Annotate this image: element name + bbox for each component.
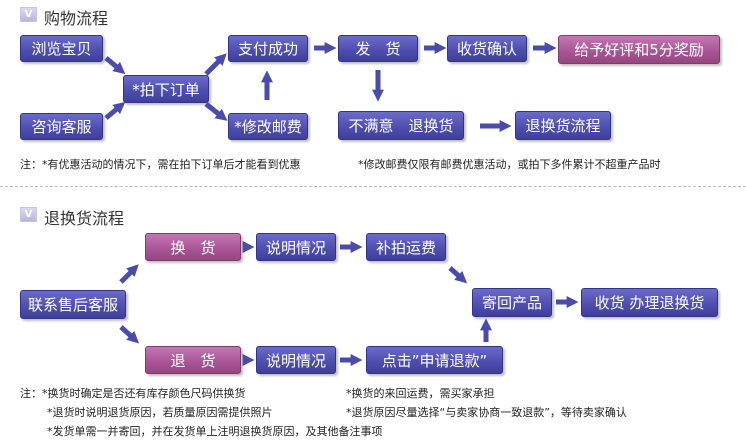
note-exchange-stock: 注：*换货时确定是否还有库存颜色尺码供换货 xyxy=(20,387,246,400)
arrow-consult-order xyxy=(104,101,126,120)
box-confirm-receipt: 收货确认 xyxy=(447,35,527,62)
note-refund-reason: *退货时说明退货原因，若质量原因需提供照片 xyxy=(47,406,273,419)
arrow-order-paid xyxy=(204,53,227,76)
section-title-shopping: 购物流程 xyxy=(44,9,109,28)
arrow-service-exchange xyxy=(119,264,139,284)
box-explain-refund: 说明情况 xyxy=(256,346,336,374)
box-pay-shipping: 补拍运费 xyxy=(366,233,446,261)
box-paid: 支付成功 xyxy=(228,35,308,62)
note-exchange-shipping: *换货的来回运费，需买家承担 xyxy=(346,387,495,400)
box-unsatisfied-return: 不满意 退换货 xyxy=(338,111,464,140)
section-icon: V xyxy=(20,207,37,222)
section-title-return: 退换货流程 xyxy=(44,209,125,228)
note-refund-option: *退货原因尽量选择“与卖家协商一致退款”，等待卖家确认 xyxy=(346,406,627,419)
box-refund: 退 货 xyxy=(145,346,241,374)
note-invoice: *发货单需一并寄回，并在发货单上注明退换货原因，及其他备注事项 xyxy=(47,425,383,438)
box-explain-exchange: 说明情况 xyxy=(256,233,336,261)
note-postage: *修改邮费仅限有邮费优惠活动，或拍下多件累计不超重产品时 xyxy=(358,158,661,171)
box-apply-refund: 点击”申请退款” xyxy=(366,346,503,374)
box-return-flow: 退换货流程 xyxy=(515,111,611,140)
box-exchange: 换 货 xyxy=(145,233,241,261)
box-ship: 发 货 xyxy=(338,35,418,62)
note-discount: 注：*有优惠活动的情况下，需在拍下订单后才能看到优惠 xyxy=(20,158,301,171)
arrow-order-modify xyxy=(204,102,228,121)
arrow-shipping-sendback xyxy=(448,266,468,284)
box-consult: 咨询客服 xyxy=(20,113,103,140)
box-order: *拍下订单 xyxy=(123,75,209,103)
box-after-sales-service: 联系售后客服 xyxy=(20,290,126,319)
section-divider xyxy=(0,186,746,187)
box-send-back: 寄回产品 xyxy=(472,288,552,317)
arrow-service-refund xyxy=(119,325,140,344)
box-receive-process: 收货 办理退换货 xyxy=(581,288,718,317)
arrow-browse-order xyxy=(104,56,126,75)
box-modify-postage: *修改邮费 xyxy=(228,113,308,140)
section-icon: V xyxy=(20,7,37,22)
box-review-reward: 给予好评和5分奖励 xyxy=(558,35,720,64)
box-browse: 浏览宝贝 xyxy=(20,35,103,62)
